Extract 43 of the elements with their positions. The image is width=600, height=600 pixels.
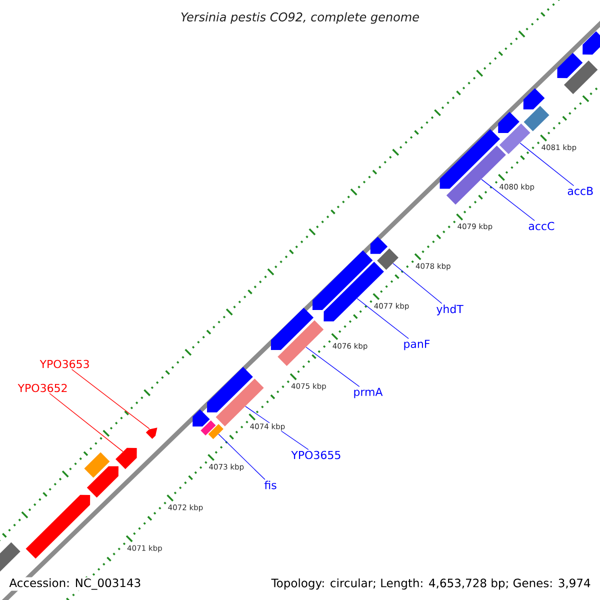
gene-label: prmA [354, 388, 383, 398]
gene-block [523, 88, 545, 110]
gene-label: panF [404, 340, 430, 350]
gene-block [370, 236, 388, 254]
gene-box [499, 124, 530, 154]
gene-block [440, 129, 500, 189]
leader-line [520, 142, 574, 186]
leader-line [356, 298, 409, 339]
gene-block [146, 428, 158, 439]
gene-box [377, 248, 398, 270]
gene-block [207, 366, 253, 412]
gene-box [564, 60, 598, 94]
footer-text: Topology: circular; Length: 4,653,728 bp; Genes: 3,974 [270, 577, 592, 591]
gene-label: accB [568, 186, 593, 196]
gene-label: YPO3652 [18, 384, 67, 392]
leader-line [71, 369, 150, 430]
leader-line [306, 346, 360, 387]
gene-block [26, 494, 90, 559]
gene-box [278, 320, 324, 366]
footer-text: Accession: NC_003143 [8, 577, 142, 591]
gene-box [524, 106, 550, 132]
gene-label: YPO3655 [291, 450, 340, 460]
gene-block [116, 448, 137, 470]
gene-block [557, 52, 583, 78]
gene-label: fis [264, 480, 276, 490]
gene-block [86, 466, 118, 498]
gene-block [582, 31, 600, 55]
leader-line [49, 393, 124, 452]
title: Yersinia pestis CO92, complete genome [181, 12, 419, 24]
leader-line [218, 434, 266, 480]
gene-block [312, 250, 373, 310]
gene-block [270, 308, 314, 350]
leader-line [481, 178, 535, 221]
gene-box [0, 542, 20, 572]
gene-block [192, 409, 210, 427]
gene-label: accC [528, 222, 554, 230]
gene-box [84, 452, 110, 478]
gene-block [498, 112, 520, 134]
gene-label: YPO3653 [40, 360, 89, 368]
gene-label: yhdT [436, 304, 464, 316]
leader-line [392, 263, 442, 304]
gene-box [200, 420, 216, 436]
gene-box [208, 424, 224, 440]
